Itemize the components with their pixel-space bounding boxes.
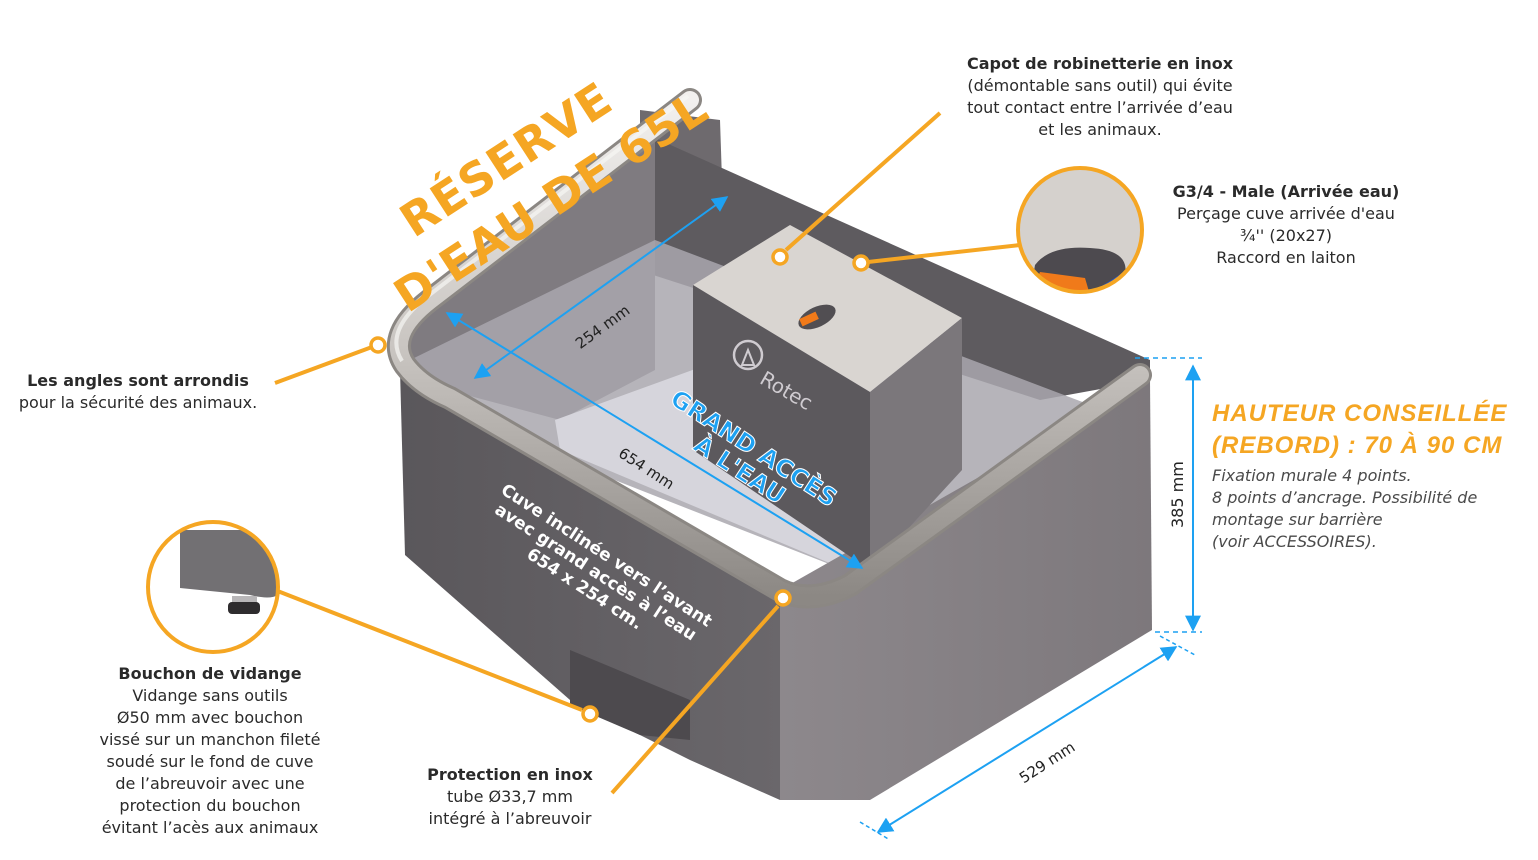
callout-line: (démontable sans outil) qui évite — [967, 76, 1233, 95]
leader-capot — [784, 111, 942, 252]
marker-protection — [774, 589, 792, 607]
callout-bouchon: Bouchon de vidange Vidange sans outils Ø… — [70, 663, 350, 839]
drain-housing — [570, 650, 690, 740]
drain-plug-detail-zoom — [148, 522, 278, 652]
leader-protection — [610, 604, 780, 795]
callout-line: intégré à l’abreuvoir — [428, 809, 592, 828]
callout-line: pour la sécurité des animaux. — [18, 393, 258, 412]
leader-g34 — [867, 243, 1021, 264]
callout-g34: G3/4 - Male (Arrivée eau) Perçage cuve a… — [1150, 181, 1422, 269]
callout-line: de l’abreuvoir avec une — [115, 774, 305, 793]
marker-bouchon — [581, 705, 599, 723]
callout-line: ¾'' (20x27) — [1239, 226, 1333, 245]
callout-g34-title: G3/4 - Male (Arrivée eau) — [1172, 182, 1400, 201]
callout-capot-title: Capot de robinetterie en inox — [966, 54, 1234, 73]
callout-line: Vidange sans outils — [132, 686, 288, 705]
callout-line: tube Ø33,7 mm — [447, 787, 573, 806]
hauteur-note-line: (voir ACCESSOIRES). — [1212, 532, 1377, 551]
dim-label-385: 385 mm — [1168, 461, 1187, 528]
leader-bouchon — [274, 588, 583, 712]
callout-bouchon-title: Bouchon de vidange — [118, 664, 302, 683]
callout-line: soudé sur le fond de cuve — [106, 752, 314, 771]
callout-line: Raccord en laiton — [1216, 248, 1356, 267]
marker-g34 — [852, 254, 870, 272]
callout-protection: Protection en inox tube Ø33,7 mm intégré… — [400, 764, 620, 830]
dim-line-654 — [445, 312, 864, 569]
hauteur-note-line: 8 points d’ancrage. Possibilité de — [1212, 488, 1478, 507]
hauteur-title: HAUTEUR CONSEILLÉE (REBORD) : 70 À 90 CM — [1212, 398, 1507, 462]
hauteur-note-line: montage sur barrière — [1212, 510, 1383, 529]
callout-line: tout contact entre l’arrivée d’eau — [967, 98, 1233, 117]
hauteur-notes: Fixation murale 4 points. 8 points d’anc… — [1212, 465, 1477, 553]
cover-side — [870, 318, 962, 570]
hauteur-title-line1: HAUTEUR CONSEILLÉE — [1212, 400, 1508, 427]
callout-line: évitant l’acès aux animaux — [101, 818, 319, 837]
callout-capot: Capot de robinetterie en inox (démontabl… — [940, 53, 1260, 141]
callout-angles-title: Les angles sont arrondis — [27, 371, 249, 390]
inlet-detail-zoom — [1018, 168, 1142, 292]
marker-capot — [771, 248, 789, 266]
tank-side — [780, 380, 1152, 800]
hauteur-title-line2: (REBORD) : 70 À 90 CM — [1212, 432, 1503, 459]
callout-line: Ø50 mm avec bouchon — [116, 708, 304, 727]
callout-angles: Les angles sont arrondis pour la sécurit… — [0, 370, 276, 414]
callout-protection-title: Protection en inox — [427, 765, 593, 784]
callout-line: vissé sur un manchon fileté — [99, 730, 321, 749]
marker-angles — [369, 336, 387, 354]
callout-line: Perçage cuve arrivée d'eau — [1177, 204, 1395, 223]
hauteur-note-line: Fixation murale 4 points. — [1212, 466, 1412, 485]
leader-angles — [274, 345, 373, 385]
callout-line: protection du bouchon — [119, 796, 301, 815]
dim-line-529 — [876, 646, 1178, 833]
callout-line: et les animaux. — [1038, 120, 1162, 139]
